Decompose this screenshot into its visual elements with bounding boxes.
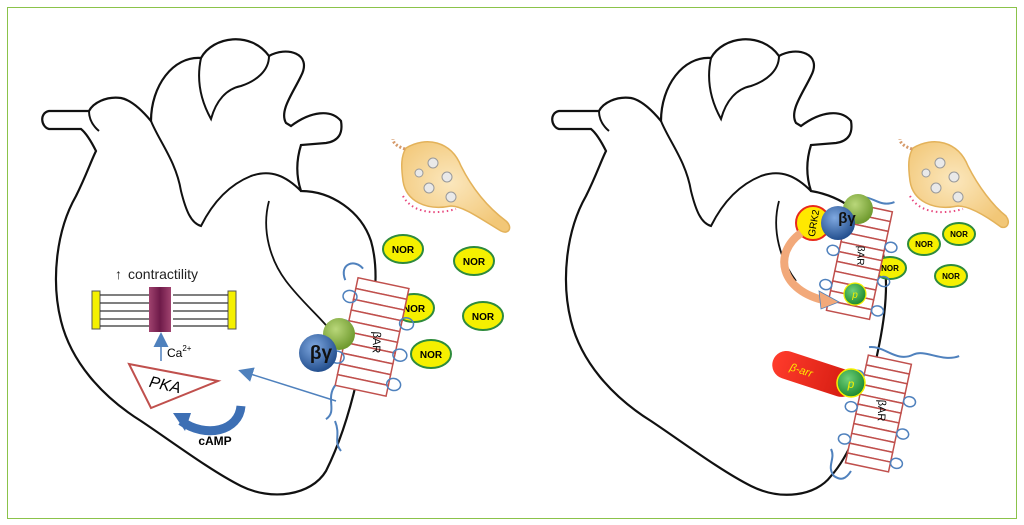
figure-frame: NOR NOR NOR NOR NOR [7, 7, 1017, 519]
left-contractility-label: ↑contractility [115, 266, 198, 282]
svg-text:NOR: NOR [950, 230, 968, 239]
right-nor-4: NOR [935, 265, 967, 287]
left-nor-1: NOR [383, 235, 423, 263]
right-phospho-top-label: p [851, 290, 858, 301]
left-ca-label: Ca2+ [167, 344, 192, 360]
svg-text:βAR: βAR [854, 246, 866, 266]
svg-text:βAR: βAR [370, 331, 383, 353]
right-heart-aorta [709, 56, 779, 119]
svg-text:NOR: NOR [420, 350, 443, 361]
left-beta-gamma-label: βγ [310, 343, 333, 364]
svg-text:NOR: NOR [403, 304, 426, 315]
left-sarcomere [92, 287, 236, 332]
svg-text:βAR: βAR [875, 399, 888, 421]
right-nor-2: NOR [943, 223, 975, 245]
svg-text:NOR: NOR [392, 245, 415, 256]
left-panel: NOR NOR NOR NOR NOR [42, 39, 509, 494]
right-beta-receptor-bottom: βAR [834, 335, 959, 481]
left-heart-vessel [151, 121, 301, 226]
right-heart-vessel-2 [599, 111, 609, 131]
left-nor-5: NOR [411, 340, 451, 368]
left-pka: PKA [129, 364, 218, 408]
left-heart-outline [42, 39, 375, 494]
svg-text:Ca2+: Ca2+ [167, 344, 192, 360]
left-heart-vessel-2 [89, 111, 99, 131]
left-signal-arrow [241, 371, 336, 401]
svg-text:NOR: NOR [463, 257, 486, 268]
svg-text:NOR: NOR [881, 264, 899, 273]
svg-text:NOR: NOR [472, 312, 495, 323]
svg-text:↑contractility: ↑contractility [115, 266, 198, 282]
diagram-canvas: NOR NOR NOR NOR NOR [8, 8, 1018, 520]
svg-text:NOR: NOR [942, 272, 960, 281]
right-panel: NOR NOR NOR NOR [552, 39, 1008, 494]
right-beta-gamma-label: βγ [838, 210, 856, 227]
left-nor-2: NOR [454, 247, 494, 275]
right-phosphorylation-arrow [784, 233, 839, 309]
right-nor-1: NOR [908, 233, 940, 255]
left-nor-4: NOR [463, 302, 503, 330]
right-heart-vessel [661, 121, 811, 226]
svg-text:cAMP: cAMP [198, 434, 231, 448]
left-camp-arrow: cAMP [173, 406, 241, 448]
left-heart-aorta [199, 56, 269, 119]
left-heart-ventricle-line [266, 201, 331, 331]
svg-text:NOR: NOR [915, 240, 933, 249]
right-phospho-bottom-label: p [847, 377, 855, 391]
right-nerve-terminal [900, 139, 1008, 227]
left-nerve-terminal [393, 139, 510, 232]
